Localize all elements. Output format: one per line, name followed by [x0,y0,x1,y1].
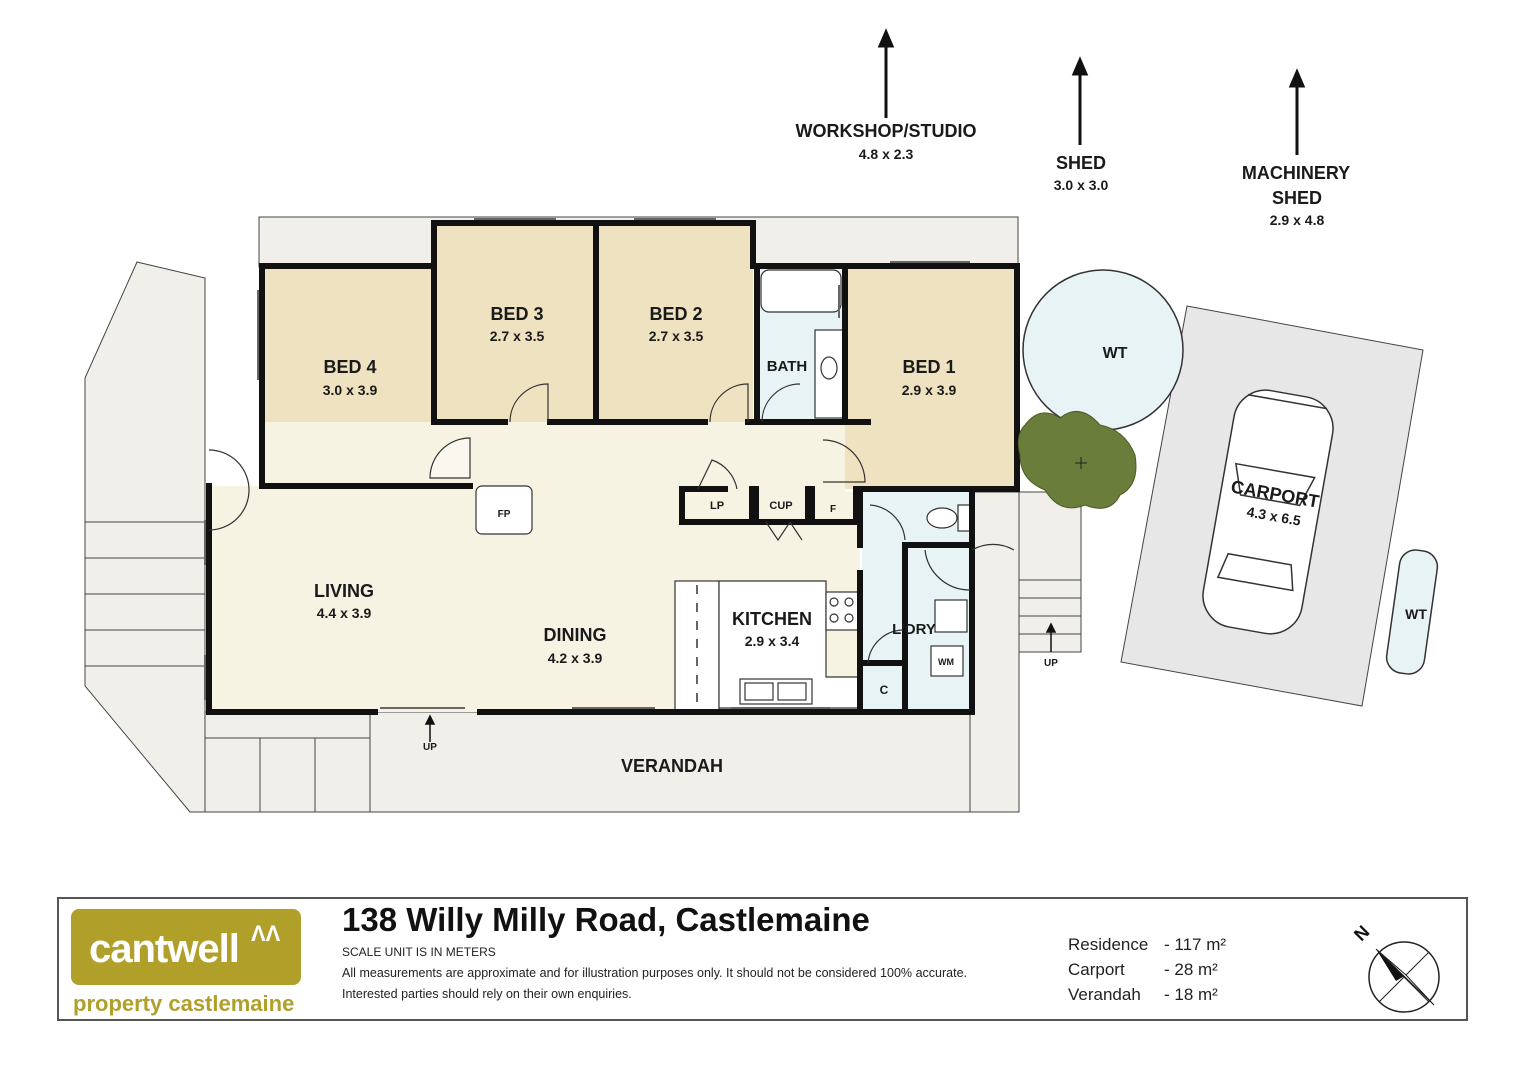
side-deck [84,261,206,813]
bathtub [760,269,842,313]
water-tank-small-icon [1385,549,1439,675]
title-block: cantwell ΛΛ property castlemaine 138 Wil… [57,897,1468,1021]
floor-plan: BED 4 3.0 x 3.9 BED 3 2.7 x 3.5 BED 2 2.… [84,28,1439,813]
property-address: 138 Willy Milly Road, Castlemaine [342,901,870,938]
step-lines [85,521,1081,812]
water-tank-small-label: WT [1405,606,1427,622]
area-row-carport: Carport - 28 m² [1068,960,1268,985]
bed2-fill [596,223,753,422]
room-fills [209,223,1017,712]
bed1-fill [845,266,1017,489]
walls [206,220,1020,715]
area-value: - 117 m² [1164,935,1227,954]
bed4-dims: 3.0 x 3.9 [323,382,378,398]
cup-label: CUP [769,500,792,512]
north-compass-icon: N [1350,922,1440,1013]
f-label: F [830,504,836,515]
bed1-label: BED 1 [902,357,955,377]
bed3-label: BED 3 [490,304,543,324]
area-value: - 28 m² [1164,960,1218,979]
machinery-shed-label-2: SHED [1272,188,1322,208]
car-icon [1202,389,1334,635]
fp-label: FP [498,509,511,520]
area-name: Verandah [1068,985,1141,1004]
tree-icon [1017,410,1137,509]
area-name: Residence [1068,935,1149,954]
area-row-residence: Residence - 117 m² [1068,935,1268,960]
verandah-label: VERANDAH [621,756,723,776]
bed1-dims: 2.9 x 3.9 [902,382,957,398]
living-label: LIVING [314,581,374,601]
water-tank-label: WT [1103,345,1128,362]
wm-box [930,645,964,677]
bed4-label: BED 4 [323,357,376,377]
bed2-dims: 2.7 x 3.5 [649,328,704,344]
machinery-shed-dims: 2.9 x 4.8 [1270,212,1325,228]
machinery-shed-label-1: MACHINERY [1242,163,1350,183]
wm-label: WM [938,657,954,667]
logo-wordmark: cantwell [89,927,240,971]
kitchen-dims: 2.9 x 3.4 [745,633,800,649]
bed2-label: BED 2 [649,304,702,324]
verandah [204,711,1020,813]
compass-north-label: N [1350,922,1373,945]
kitchen-fixtures [475,269,971,713]
up-arrows [424,622,1057,742]
door-swings [208,383,1015,664]
bath-label: BATH [767,358,808,375]
area-value: - 18 m² [1164,985,1218,1004]
living-dims: 4.4 x 3.9 [317,605,372,621]
kitchen-label: KITCHEN [732,609,812,629]
fireplace [475,485,533,535]
logo-mark-icon: ΛΛ [251,921,281,946]
scale-note: SCALE UNIT IS IN METERS [342,945,496,959]
c-label: C [880,683,889,697]
logo-badge: cantwell ΛΛ [71,909,301,985]
agency-logo: cantwell ΛΛ property castlemaine [71,909,301,1016]
bed3-dims: 2.7 x 3.5 [490,328,545,344]
up-label-front: UP [423,742,437,753]
side-verandah [969,491,1020,813]
shed-label: SHED [1056,153,1106,173]
toilet-cistern [957,504,971,532]
area-name: Carport [1068,960,1125,979]
lp-label: LP [710,500,724,512]
logo-subtitle: property castlemaine [73,991,295,1016]
area-row-verandah: Verandah - 18 m² [1068,985,1268,1010]
disclaimer: All measurements are approximate and for… [342,966,967,1001]
workshop-label: WORKSHOP/STUDIO [795,121,976,141]
up-label-side: UP [1044,658,1058,669]
dining-dims: 4.2 x 3.9 [548,650,603,666]
windows [204,218,970,709]
toilet [926,507,958,529]
shed-dims: 3.0 x 3.0 [1054,177,1109,193]
bed3-fill [434,223,596,422]
outbuilding-arrows [877,28,1306,155]
cooktop [825,591,859,631]
area-summary: Residence - 117 m² Carport - 28 m² Veran… [1068,935,1268,1010]
laundry-trough [934,599,968,633]
dining-label: DINING [544,625,607,645]
laundry-label: L'DRY [892,621,936,638]
workshop-dims: 4.8 x 2.3 [859,146,914,162]
